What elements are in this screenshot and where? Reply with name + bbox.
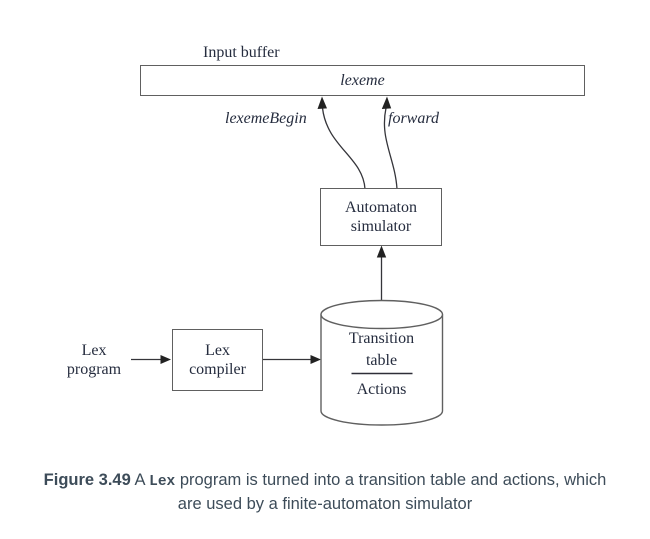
compiler-to-table-arrow <box>263 355 321 364</box>
automaton-simulator-label: Automaton simulator <box>345 199 417 235</box>
input-buffer-box: lexeme <box>140 65 585 96</box>
cylinder-shape <box>320 299 444 426</box>
figure-caption-line2: are used by a finite-automaton simulator <box>177 495 473 513</box>
automaton-simulator-box: Automaton simulator <box>320 188 442 246</box>
lexeme-begin-label: lexemeBegin <box>225 110 307 127</box>
input-buffer-label: Input buffer <box>203 44 280 61</box>
lexeme-text: lexeme <box>340 71 385 89</box>
forward-label: forward <box>388 110 439 127</box>
forward-arrow <box>381 96 398 190</box>
figure-number: Figure 3.49 <box>43 471 131 489</box>
caption-line1-rest: program is turned into a transition tabl… <box>175 471 607 489</box>
lex-compiler-label: Lex compiler <box>189 342 246 378</box>
program-to-compiler-arrow <box>131 355 171 364</box>
figure-caption-line1: Figure 3.49 A Lex program is turned into… <box>0 469 650 494</box>
lex-program-label: Lex program <box>66 342 122 378</box>
lexeme-begin-arrow <box>317 96 366 190</box>
transition-table-label: Transition table <box>348 330 415 369</box>
caption-pre-code: A <box>130 471 150 489</box>
lex-compiler-box: Lex compiler <box>172 329 263 391</box>
caption-code-lex: Lex <box>149 474 176 490</box>
actions-label: Actions <box>356 381 407 398</box>
